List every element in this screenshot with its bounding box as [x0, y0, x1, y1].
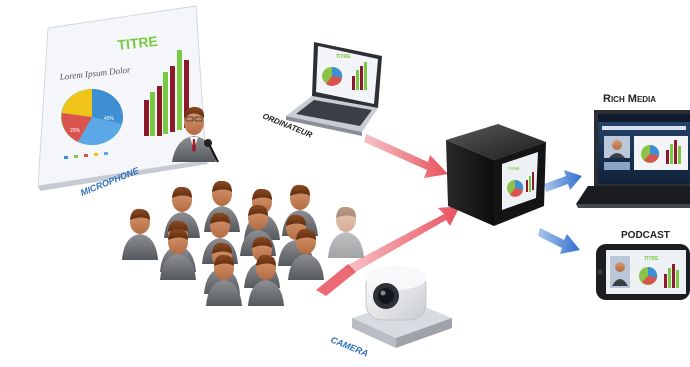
audience-person — [328, 206, 364, 258]
arrow-camera-to-server — [316, 206, 460, 296]
audience-person — [288, 228, 324, 280]
label-camera: CAMERA — [329, 335, 369, 359]
pie-label-2: 40% — [104, 116, 115, 122]
podcast-phone: TITRE — [596, 244, 690, 300]
audience-person — [206, 254, 242, 306]
audience-person — [122, 208, 158, 260]
audience-person — [160, 228, 196, 280]
audience — [122, 180, 364, 306]
arrow-laptop-to-server — [364, 134, 448, 178]
rich-media-laptop — [576, 110, 690, 208]
audience-person — [248, 254, 284, 306]
label-podcast: PODCAST — [621, 230, 670, 241]
slide-legend — [64, 152, 108, 159]
media-server: TITRE — [446, 124, 546, 226]
slide-pie-chart: 20% 40% — [61, 89, 123, 146]
microphone-icon — [204, 139, 219, 163]
slide-title: TITRE — [117, 33, 159, 53]
svg-text:TITRE: TITRE — [336, 54, 351, 60]
pie-label-1: 20% — [70, 128, 81, 134]
svg-text:TITRE: TITRE — [508, 166, 520, 171]
ptz-camera — [352, 266, 452, 348]
slide-bar-chart — [144, 50, 189, 136]
arrow-server-to-podcast — [538, 228, 580, 254]
arrow-server-to-richmedia — [544, 170, 582, 192]
presentation-screen: TITRE Lorem Ipsum Dolor 20% 40% — [37, 5, 208, 191]
laptop: TITRE — [286, 42, 382, 136]
label-rich-media: Rich Media — [603, 93, 656, 105]
svg-text:TITRE: TITRE — [644, 256, 659, 262]
